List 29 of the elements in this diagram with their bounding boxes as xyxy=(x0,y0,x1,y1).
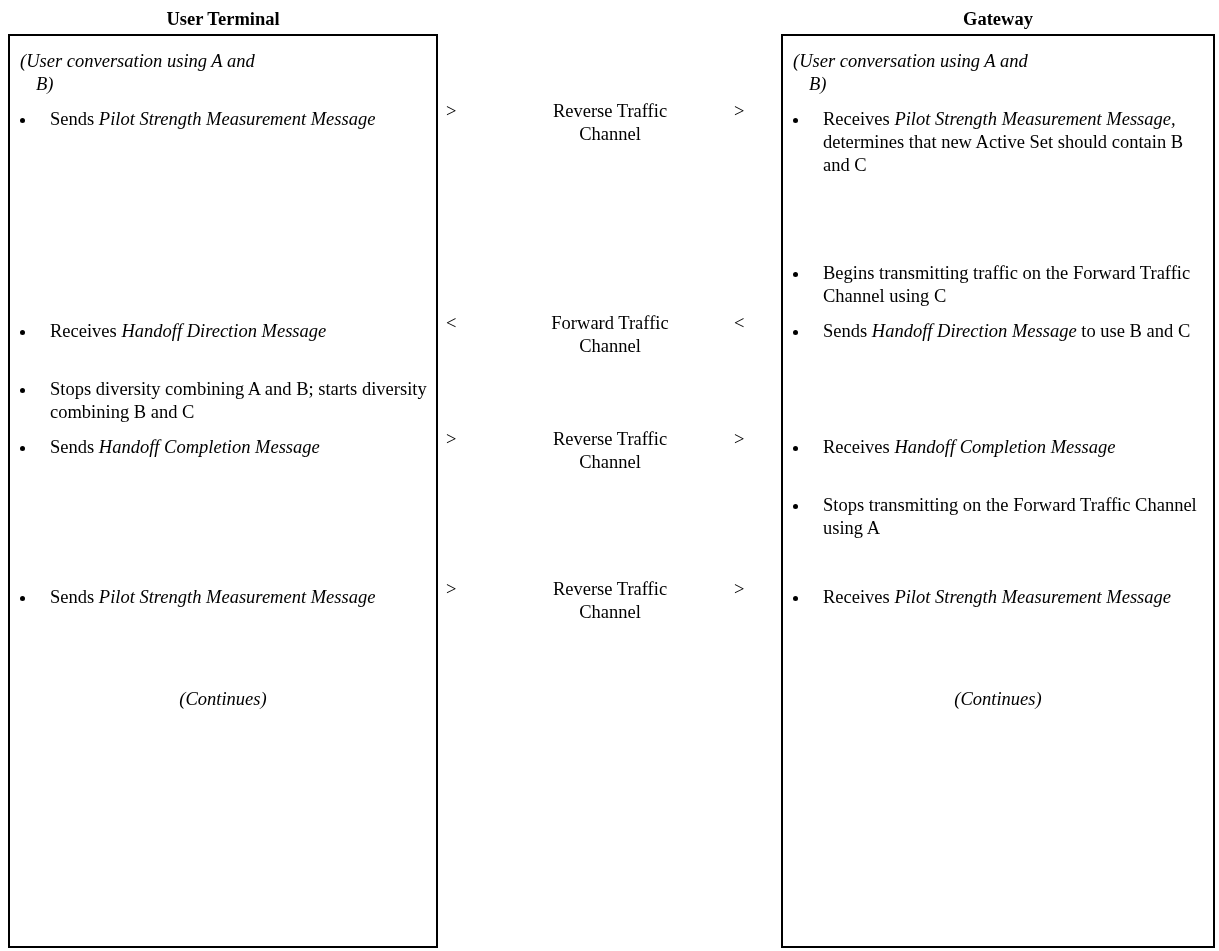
note: (Continues) xyxy=(178,688,268,711)
step-text: Sends Pilot Strength Measurement Message xyxy=(50,586,376,609)
direction-chevron: > xyxy=(734,428,745,451)
step-text: Sends Pilot Strength Measurement Message xyxy=(50,108,376,131)
note: (Continues) xyxy=(953,688,1043,711)
direction-chevron: < xyxy=(446,312,457,335)
step-text: Receives Handoff Completion Message xyxy=(823,436,1116,459)
step-text: Stops diversity combining A and B; starts diversity combining B and C xyxy=(50,378,428,424)
column-heading: Gateway xyxy=(962,8,1034,31)
note: (User conversation using A and B) xyxy=(20,50,256,96)
step-text: Sends Handoff Completion Message xyxy=(50,436,320,459)
step-text: Receives Pilot Strength Measurement Message xyxy=(823,586,1171,609)
channel-label: Reverse Traffic Channel xyxy=(551,428,669,474)
direction-chevron: > xyxy=(446,428,457,451)
note: (User conversation using A and B) xyxy=(793,50,1029,96)
step-text: Receives Handoff Direction Message xyxy=(50,320,327,343)
step-text: Sends Handoff Direction Message to use B and C xyxy=(823,320,1191,343)
step-text: Receives Pilot Strength Measurement Message, determines that new Active Set should contain B and C xyxy=(823,108,1185,177)
direction-chevron: > xyxy=(734,578,745,601)
direction-chevron: > xyxy=(446,100,457,123)
step-text: Begins transmitting traffic on the Forward Traffic Channel using C xyxy=(823,262,1192,308)
channel-label: Reverse Traffic Channel xyxy=(551,100,669,146)
direction-chevron: > xyxy=(446,578,457,601)
column-heading: User Terminal xyxy=(165,8,281,31)
channel-label: Reverse Traffic Channel xyxy=(551,578,669,624)
step-text: Stops transmitting on the Forward Traffic Channel using A xyxy=(823,494,1198,540)
direction-chevron: < xyxy=(734,312,745,335)
direction-chevron: > xyxy=(734,100,745,123)
channel-label: Forward Traffic Channel xyxy=(550,312,670,358)
